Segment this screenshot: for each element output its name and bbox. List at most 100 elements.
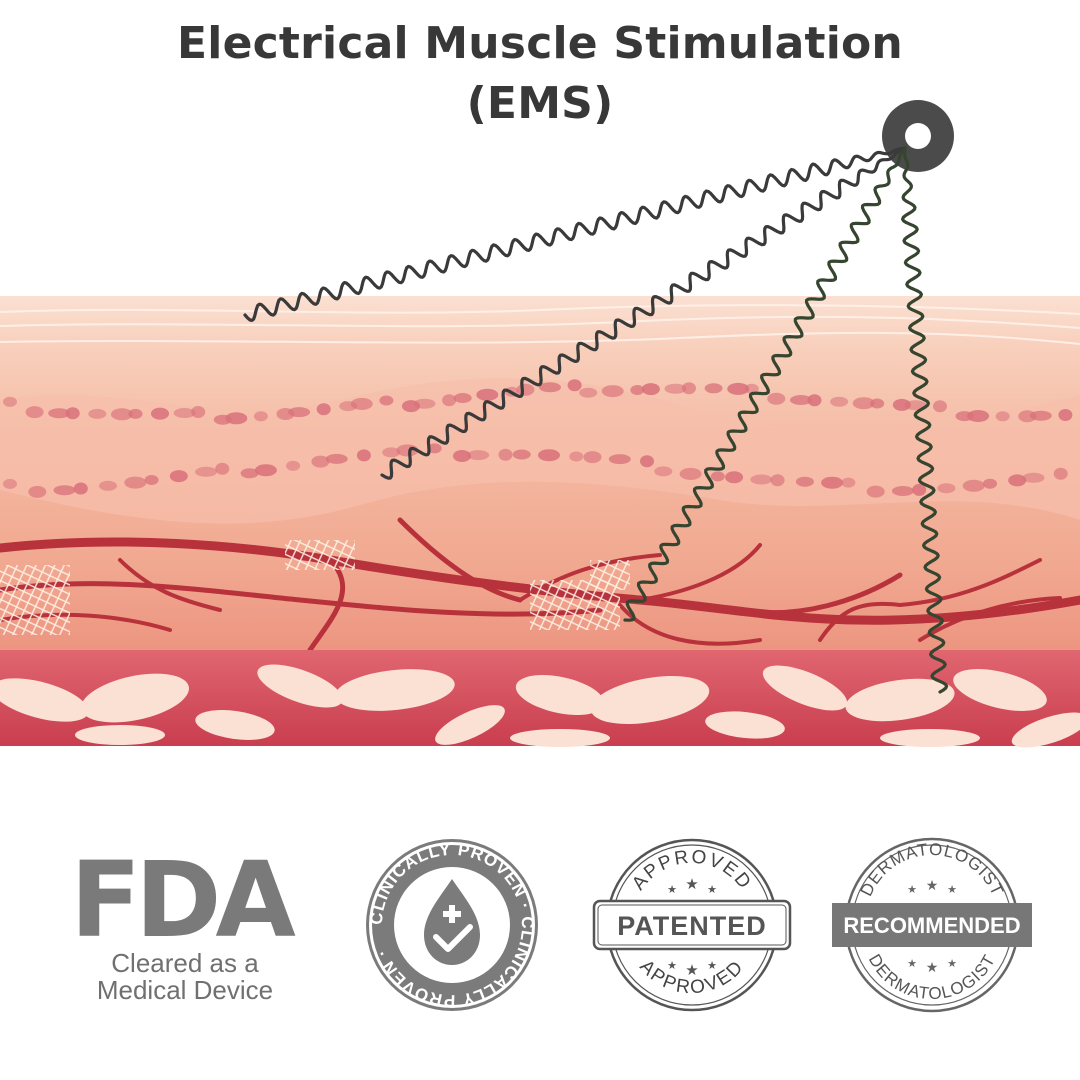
svg-text:★: ★ (926, 878, 939, 894)
star-icon: ★ ★ ★ ★ ★ ★ (907, 878, 957, 976)
cell-dot (789, 395, 812, 405)
fda-line-2: Medical Device (96, 975, 274, 1005)
cell-dot (744, 383, 759, 394)
cell-dot (316, 403, 331, 416)
cell-dot (539, 382, 561, 393)
cell-dot (413, 398, 436, 409)
cell-dot (866, 485, 885, 498)
cell-dot (453, 450, 471, 462)
cell-dot (151, 407, 169, 420)
cell-dot (912, 483, 927, 496)
cell-dot (169, 470, 188, 483)
svg-text:★: ★ (707, 883, 717, 896)
cell-dot (356, 449, 371, 462)
cell-dot (1008, 474, 1027, 487)
cell-dot (904, 400, 927, 411)
dermatologist-ribbon-text: RECOMMENDED (843, 913, 1020, 938)
cell-dot (937, 483, 956, 494)
cell-dot (569, 451, 584, 462)
cell-dot (770, 474, 785, 487)
cell-dot (379, 395, 394, 406)
svg-text:★: ★ (667, 883, 677, 896)
title-line-1: Electrical Muscle Stimulation (177, 18, 903, 69)
cell-dot (727, 382, 750, 395)
cell-dot (608, 454, 631, 465)
current-wave-4 (901, 146, 949, 694)
cell-dot (640, 455, 654, 468)
cell-dot (807, 394, 822, 407)
cell-dot (1022, 472, 1045, 483)
fda-line-1: Cleared as a (111, 948, 259, 978)
cell-dot (995, 411, 1010, 422)
cell-dot (88, 408, 107, 419)
svg-text:★: ★ (907, 883, 917, 896)
cell-dot (99, 480, 117, 491)
cell-dot (498, 448, 513, 461)
cell-dot (821, 476, 844, 489)
cell-dot (852, 397, 875, 410)
cell-dot (891, 486, 914, 496)
cell-dot (641, 383, 660, 396)
cell-dot (710, 471, 725, 482)
cell-dot (240, 468, 259, 479)
cell-dots (3, 379, 1073, 498)
cell-dot (110, 408, 133, 421)
cell-dot (28, 485, 47, 498)
dermatologist-recommended-seal: DERMATOLOGIST DERMATOLOGIST ★ ★ ★ ★ ★ ★ … (832, 837, 1032, 1013)
patented-seal: APPROVED APPROVED ★ ★ ★ ★ ★ ★ PATENTED (592, 838, 792, 1012)
fat-mesh (0, 540, 630, 635)
cell-dot (567, 379, 582, 392)
cell-dot (870, 398, 885, 409)
dermatologist-bottom-text: DERMATOLOGIST (865, 951, 999, 1003)
svg-text:★: ★ (685, 961, 698, 979)
dermis-band (0, 378, 1080, 524)
cell-dot (467, 450, 490, 461)
cell-dot (679, 467, 702, 480)
cell-dot (583, 451, 602, 464)
ems-skin-illustration (0, 100, 1080, 748)
cell-dot (664, 383, 687, 394)
cell-dot (3, 396, 17, 407)
drop-plus-check-icon (424, 879, 480, 965)
cell-dot (25, 406, 44, 419)
svg-text:★: ★ (947, 957, 957, 970)
cell-dot (516, 383, 535, 396)
cell-dot (1029, 410, 1052, 421)
cell-dot (350, 397, 373, 410)
title-line-2: (EMS) (466, 78, 614, 129)
cell-dot (195, 466, 218, 477)
cell-dot (382, 447, 401, 458)
cell-dot (841, 477, 856, 488)
cell-dot (767, 392, 786, 405)
cell-dot (682, 382, 696, 395)
cell-dot (65, 407, 80, 420)
cell-dot (325, 453, 348, 464)
cell-dot (427, 443, 442, 454)
cell-dot (53, 485, 76, 496)
fda-logo: FDA (70, 839, 296, 961)
cell-dot (288, 407, 311, 418)
cell-dot (476, 388, 499, 401)
svg-text:★: ★ (685, 875, 698, 893)
cell-dot (124, 476, 147, 489)
cell-dot (1053, 467, 1068, 480)
cell-dot (967, 410, 990, 422)
svg-text:★: ★ (667, 959, 677, 972)
cell-dot (512, 449, 531, 460)
cell-dot (1058, 409, 1073, 421)
cell-dot (48, 408, 71, 419)
cell-dot (73, 482, 88, 495)
cell-dot (453, 393, 472, 403)
cell-dot (704, 383, 723, 394)
cell-dot (962, 479, 985, 492)
current-wave-2 (380, 146, 907, 480)
clinically-proven-seal: CLINICALLY PROVEN · CLINICALLY PROVEN · (366, 839, 538, 1011)
cell-dot (725, 471, 744, 484)
cell-dot (601, 385, 624, 398)
cell-dot (225, 412, 248, 425)
cell-dot (254, 464, 277, 477)
cell-dot (983, 478, 997, 489)
cell-dot (173, 408, 196, 418)
patented-ribbon-text: PATENTED (617, 911, 767, 941)
cell-dot (750, 474, 773, 485)
